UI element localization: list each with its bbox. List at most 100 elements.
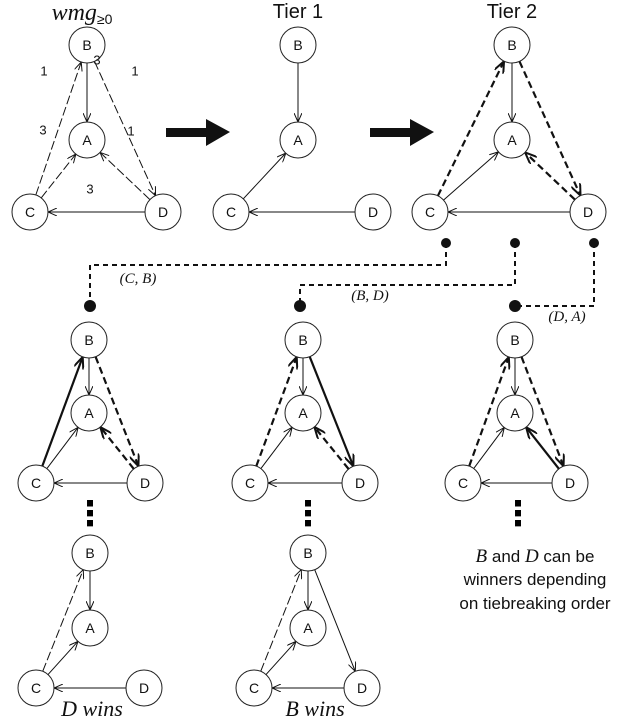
node-b xyxy=(493,26,531,64)
node-c xyxy=(17,669,55,707)
edge-b-to-d xyxy=(314,569,355,671)
node-label-d: D xyxy=(139,680,149,696)
node-label-a: A xyxy=(84,405,94,421)
node-label-b: B xyxy=(303,545,312,561)
node-label-a: A xyxy=(85,620,95,636)
node-label-d: D xyxy=(583,204,593,220)
edge-d-to-a xyxy=(101,428,135,470)
edge-d-to-a xyxy=(315,428,350,470)
node-b xyxy=(496,321,534,359)
edge-c-to-b xyxy=(41,358,82,467)
node-a xyxy=(279,121,317,159)
pair-label-da: (D, A) xyxy=(548,309,585,325)
edge-c-to-b xyxy=(42,571,83,672)
edge-c-to-b xyxy=(255,358,296,467)
node-d xyxy=(343,669,381,707)
node-label-a: A xyxy=(303,620,313,636)
node-b xyxy=(284,321,322,359)
node-c xyxy=(11,193,49,231)
node-a xyxy=(289,609,327,647)
node-label-b: B xyxy=(507,37,516,53)
edge-c-to-b xyxy=(260,571,301,672)
node-b xyxy=(68,26,106,64)
edge-d-to-a xyxy=(101,153,151,200)
result-note-and: and xyxy=(487,547,525,566)
ellipsis-right: ⋮ xyxy=(501,494,535,534)
ellipsis-middle: ⋮ xyxy=(291,494,325,534)
node-label-c: C xyxy=(458,475,468,491)
node-a xyxy=(493,121,531,159)
edge-c-to-b xyxy=(436,62,504,197)
branch-connector-cb xyxy=(84,238,451,312)
node-label-d: D xyxy=(368,204,378,220)
node-b xyxy=(70,321,108,359)
node-label-c: C xyxy=(425,204,435,220)
node-d xyxy=(569,193,607,231)
node-c xyxy=(212,193,250,231)
edge-b-to-d xyxy=(94,61,156,194)
weight-label-cb: 1 xyxy=(40,64,47,79)
node-label-b: B xyxy=(84,332,93,348)
weight-label-bd: 1 xyxy=(131,64,138,79)
edge-c-to-a xyxy=(473,428,504,469)
node-d xyxy=(354,193,392,231)
node-label-d: D xyxy=(357,680,367,696)
wmg-title-base: wmg xyxy=(52,0,97,26)
node-d xyxy=(126,464,164,502)
result-note-line-3: on tiebreaking order xyxy=(459,594,611,613)
edge-c-to-b xyxy=(468,358,508,467)
edge-d-to-a xyxy=(527,428,560,470)
node-a xyxy=(284,394,322,432)
node-label-a: A xyxy=(82,132,92,148)
node-c xyxy=(444,464,482,502)
edge-c-to-a xyxy=(47,642,77,675)
edge-b-to-d xyxy=(520,356,564,466)
node-label-c: C xyxy=(245,475,255,491)
node-d xyxy=(125,669,163,707)
edge-c-to-a xyxy=(46,428,78,469)
edge-d-to-a xyxy=(526,153,576,201)
weight-label-ba: 3 xyxy=(93,53,100,68)
node-b xyxy=(279,26,317,64)
wmg-title-subscript: ≥0 xyxy=(97,11,113,27)
edge-b-to-d xyxy=(308,356,353,466)
pair-label-cb: (C, B) xyxy=(120,271,157,287)
result-note-line-2: winners depending xyxy=(463,570,607,589)
tier-1-title: Tier 1 xyxy=(273,1,323,23)
node-label-b: B xyxy=(298,332,307,348)
tier-2-title: Tier 2 xyxy=(487,1,537,23)
node-label-c: C xyxy=(25,204,35,220)
node-label-d: D xyxy=(158,204,168,220)
result-middle: B wins xyxy=(285,696,344,720)
node-a xyxy=(71,609,109,647)
branch-connector-bd xyxy=(294,238,520,312)
result-note-line-1: B and D can be xyxy=(476,546,595,567)
node-label-a: A xyxy=(298,405,308,421)
graph-tier2: A B C D xyxy=(411,26,607,231)
result-var-d: D xyxy=(524,546,539,567)
edge-b-to-d xyxy=(518,60,581,194)
branch-connector-da xyxy=(509,238,599,312)
result-var-b: B xyxy=(476,546,488,567)
node-label-a: A xyxy=(507,132,517,148)
weight-label-dc: 3 xyxy=(86,182,93,197)
wmg-title: wmg≥0 xyxy=(52,0,113,27)
node-b xyxy=(71,534,109,572)
edge-c-to-b xyxy=(35,63,81,196)
node-label-c: C xyxy=(226,204,236,220)
edge-c-to-a xyxy=(443,153,498,201)
node-label-a: A xyxy=(293,132,303,148)
node-c xyxy=(231,464,269,502)
edge-b-to-d xyxy=(94,356,139,466)
node-label-a: A xyxy=(510,405,520,421)
result-left: D wins xyxy=(60,696,123,720)
node-c xyxy=(235,669,273,707)
result-note-can-be: can be xyxy=(539,547,595,566)
node-label-c: C xyxy=(31,475,41,491)
edge-c-to-a xyxy=(40,155,75,199)
